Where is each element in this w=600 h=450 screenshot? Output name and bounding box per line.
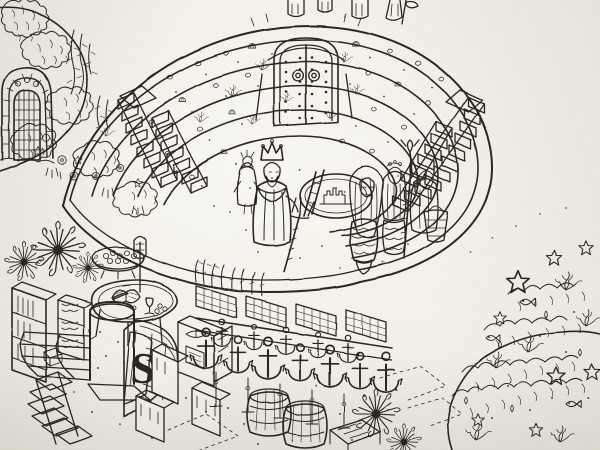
paper-grain <box>0 0 600 450</box>
illustration-canvas: S <box>0 0 600 450</box>
